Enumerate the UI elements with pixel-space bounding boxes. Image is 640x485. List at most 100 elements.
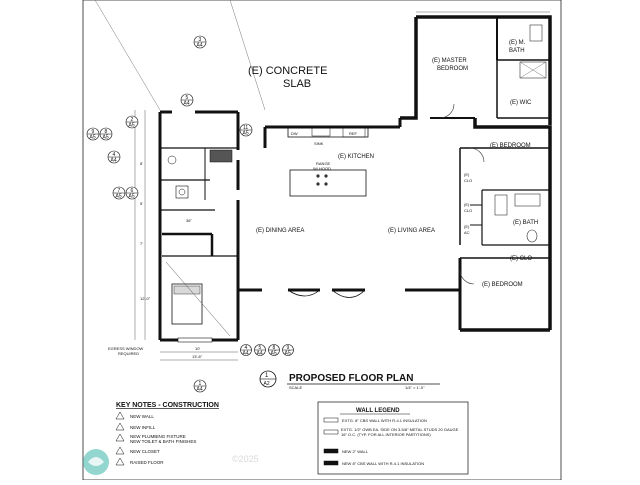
svg-text:NEW PLUMBING FIXTURE: NEW PLUMBING FIXTURE bbox=[130, 434, 186, 439]
svg-text:A5: A5 bbox=[243, 131, 249, 137]
svg-text:4: 4 bbox=[113, 152, 116, 158]
main-house-walls bbox=[236, 118, 552, 332]
svg-text:A5: A5 bbox=[116, 194, 122, 200]
legend-item: EXTG. 1/2" GWB EA. SIDE ON 3-5/8" METAL … bbox=[323, 428, 458, 436]
svg-text:7: 7 bbox=[118, 188, 121, 194]
svg-text:EXTG. 8" CBS WALL WITH R-4.1 I: EXTG. 8" CBS WALL WITH R-4.1 INSULATION bbox=[342, 418, 427, 423]
room-kitchen: (E) KITCHEN bbox=[338, 154, 374, 160]
south-door-swings bbox=[287, 289, 430, 298]
svg-text:A4: A4 bbox=[184, 101, 190, 107]
svg-text:3: 3 bbox=[199, 37, 202, 43]
svg-text:A5: A5 bbox=[285, 351, 291, 357]
tag[interactable]: 9A5 bbox=[86, 127, 100, 141]
key-note-item: NEW INFILL bbox=[115, 422, 156, 431]
wing-toilet bbox=[175, 185, 189, 199]
wing-tub bbox=[209, 149, 233, 163]
detail-tags-row: 4A4 5A4 8A5 9A5 bbox=[240, 344, 294, 357]
svg-text:A4: A4 bbox=[197, 387, 203, 393]
svg-text:9: 9 bbox=[92, 129, 95, 135]
watermark-text: ©2025 bbox=[232, 454, 259, 464]
fixture-sink: SINK bbox=[314, 141, 324, 146]
door-swing bbox=[459, 269, 475, 285]
slab-edge-line bbox=[229, 0, 266, 111]
fixture-range-line2: W/ HOOD bbox=[313, 166, 331, 171]
kitchen-island bbox=[289, 169, 367, 197]
tag[interactable]: 5A4 bbox=[254, 344, 266, 357]
tag[interactable]: 6A5 bbox=[125, 186, 139, 200]
door-swing bbox=[469, 147, 485, 163]
tag[interactable]: 1A4 bbox=[193, 379, 207, 393]
svg-text:5: 5 bbox=[186, 95, 189, 101]
svg-text:6: 6 bbox=[131, 188, 134, 194]
slab-edge-line bbox=[94, 0, 161, 111]
dim-10: 10' bbox=[195, 346, 200, 351]
kitchen-counter bbox=[287, 126, 369, 138]
svg-text:A4: A4 bbox=[257, 351, 263, 357]
cooktop bbox=[316, 174, 328, 186]
svg-text:1: 1 bbox=[199, 381, 202, 387]
room-m-bath-line2: BATH bbox=[509, 48, 525, 54]
key-note-item: RAISED FLOOR bbox=[115, 457, 164, 466]
tag[interactable]: 8A5 bbox=[268, 344, 280, 357]
room-master-bedroom: (E) MASTER bbox=[432, 58, 467, 64]
svg-text:A5: A5 bbox=[103, 135, 109, 141]
room-dining: (E) DINING AREA bbox=[256, 228, 304, 234]
title-number: 1 bbox=[265, 373, 269, 379]
svg-text:NEW 2" WALL: NEW 2" WALL bbox=[342, 449, 369, 454]
tag[interactable]: 2A5 bbox=[125, 115, 139, 129]
wing-sink bbox=[167, 155, 177, 165]
svg-text:A4: A4 bbox=[111, 158, 117, 164]
door-swing bbox=[439, 103, 455, 119]
key-note-item: NEW WALL bbox=[115, 411, 154, 420]
svg-text:NEW 8" CBS WALL WITH R-4.1 INS: NEW 8" CBS WALL WITH R-4.1 INSULATION bbox=[342, 461, 424, 466]
room-clo-1-line2: CLO bbox=[464, 178, 472, 183]
master-shower bbox=[519, 61, 547, 79]
svg-text:NEW TOILET & BATH FINISHES: NEW TOILET & BATH FINISHES bbox=[130, 439, 196, 444]
svg-text:A5: A5 bbox=[129, 123, 135, 129]
room-m-bath: (E) M. bbox=[509, 40, 526, 46]
svg-text:8: 8 bbox=[105, 129, 108, 135]
svg-text:A5: A5 bbox=[90, 135, 96, 141]
dim-13-6: 13'-6" bbox=[192, 354, 203, 359]
bath-toilet bbox=[526, 229, 538, 243]
dim-5: 5' bbox=[140, 201, 143, 206]
tag[interactable]: 8A5 bbox=[99, 127, 113, 141]
svg-text:8: 8 bbox=[273, 345, 276, 351]
tag[interactable]: 9A5 bbox=[282, 344, 294, 357]
room-bedroom-1: (E) BEDROOM bbox=[490, 143, 531, 149]
legend-item: NEW 2" WALL bbox=[323, 448, 369, 454]
svg-text:5: 5 bbox=[259, 345, 262, 351]
tag[interactable]: 7A5 bbox=[112, 186, 126, 200]
tag[interactable]: 3A4 bbox=[193, 35, 207, 49]
room-clo-1: (E) bbox=[464, 172, 470, 177]
bath-vanity bbox=[514, 193, 541, 207]
scale-label: SCALE bbox=[289, 385, 302, 390]
scale-value: 1/4" = 1'-0" bbox=[405, 385, 425, 390]
key-notes: KEY NOTES - CONSTRUCTION NEW WALL NEW IN… bbox=[115, 402, 219, 466]
room-bedroom-2: (E) BEDROOM bbox=[482, 282, 523, 288]
room-clo-3: (E) CLO bbox=[510, 256, 532, 262]
legend-item: NEW 8" CBS WALL WITH R-4.1 INSULATION bbox=[323, 460, 424, 466]
title-block: 1 A2 PROPOSED FLOOR PLAN SCALE 1/4" = 1'… bbox=[259, 370, 440, 390]
dimension-lines bbox=[134, 11, 550, 361]
key-notes-heading: KEY NOTES - CONSTRUCTION bbox=[116, 402, 219, 409]
dim-36: 36" bbox=[186, 218, 192, 223]
svg-text:11: 11 bbox=[243, 125, 248, 131]
tag[interactable]: 5A4 bbox=[180, 93, 194, 107]
watermark: ©2025 bbox=[83, 449, 259, 475]
fixture-range: RANGE bbox=[316, 161, 331, 166]
svg-text:RAISED FLOOR: RAISED FLOOR bbox=[130, 460, 164, 465]
tag[interactable]: 4A4 bbox=[240, 344, 252, 357]
svg-text:NEW WALL: NEW WALL bbox=[130, 414, 154, 419]
tag[interactable]: 4A4 bbox=[107, 150, 121, 164]
master-toilet bbox=[529, 24, 543, 42]
slab-label: (E) CONCRETE bbox=[248, 65, 327, 77]
fixture-dw: DW bbox=[291, 131, 298, 136]
dim-7: 7' bbox=[140, 241, 143, 246]
svg-text:A5: A5 bbox=[129, 194, 135, 200]
fixture-ref: REF bbox=[349, 131, 358, 136]
wall-legend: WALL LEGEND EXTG. 8" CBS WALL WITH R-4.1… bbox=[317, 401, 469, 475]
